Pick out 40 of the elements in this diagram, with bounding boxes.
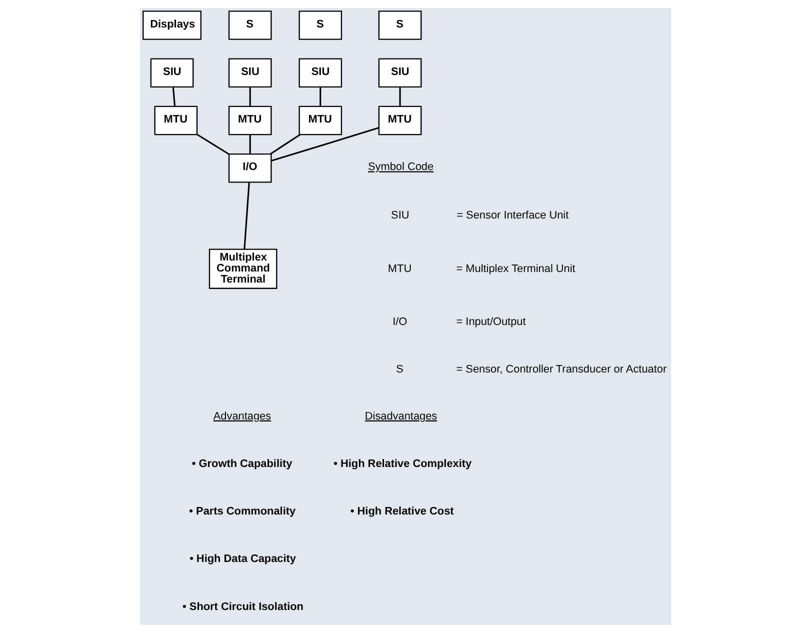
label: • Short Circuit Isolation	[182, 600, 303, 613]
connector	[172, 86, 176, 106]
connector	[196, 134, 229, 155]
connector	[269, 134, 300, 155]
node-box: SIU	[150, 58, 194, 88]
node-box: MTU	[228, 106, 272, 136]
node-box: SIU	[378, 58, 422, 88]
label: = Multiplex Terminal Unit	[456, 262, 575, 275]
label: I/O	[392, 316, 407, 328]
label: • High Relative Cost	[350, 506, 454, 518]
connector	[243, 182, 250, 250]
label: • Growth Capability	[191, 458, 292, 470]
connector	[319, 86, 321, 106]
node-box: MTU	[378, 106, 422, 136]
node-box: I/O	[228, 153, 272, 183]
label: • High Data Capacity	[189, 553, 296, 566]
label: SIU	[390, 210, 409, 222]
node-box: Multiplex Command Terminal	[208, 248, 277, 289]
node-box: MTU	[154, 106, 198, 136]
node-box: S	[378, 10, 422, 40]
node-box: S	[228, 10, 272, 40]
connector	[398, 86, 400, 106]
node-box: MTU	[298, 106, 342, 136]
label: = Sensor Interface Unit	[456, 210, 568, 222]
node-box: SIU	[298, 58, 342, 88]
label: = Sensor, Controller Transducer or Actuator	[456, 363, 666, 376]
label: = Input/Output	[456, 316, 526, 328]
label: • High Relative Complexity	[333, 458, 472, 470]
connector	[248, 86, 250, 106]
node-box: Displays	[142, 10, 201, 40]
label: MTU	[387, 262, 412, 275]
node-box: SIU	[228, 58, 272, 88]
label: S	[396, 363, 403, 376]
label: Symbol Code	[368, 161, 434, 174]
node-box: S	[298, 10, 342, 40]
connector	[248, 134, 250, 154]
label: Advantages	[212, 410, 271, 422]
label: • Parts Commonality	[188, 506, 296, 518]
label: Disadvantages	[364, 410, 437, 422]
connector	[270, 127, 379, 162]
